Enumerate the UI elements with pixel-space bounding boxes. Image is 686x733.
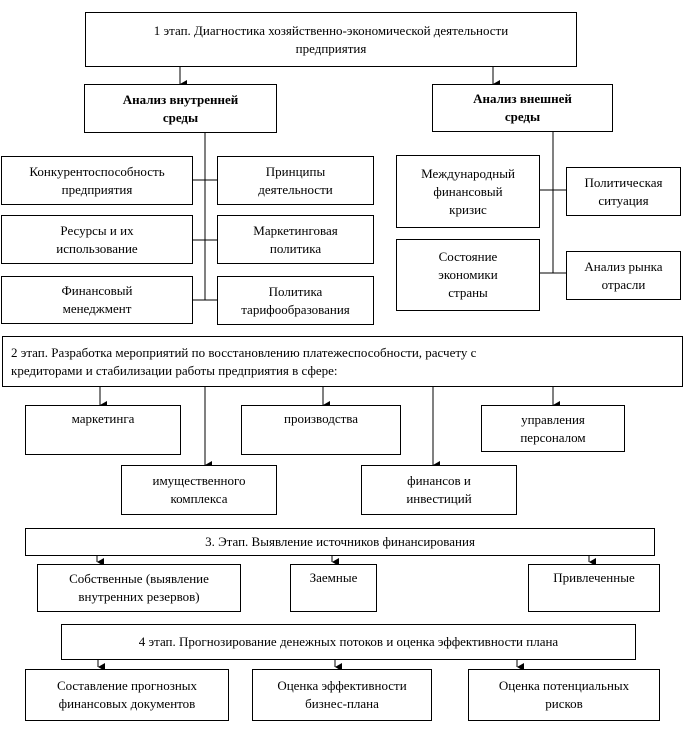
internal-factor-box: Принципы деятельности [217,156,374,205]
funding-source-label: Заемные [309,570,358,585]
stage2-title-line: 2 этап. Разработка мероприятий по восста… [11,344,477,360]
stage1-title-box: 1 этап. Диагностика хозяйственно-экономи… [85,12,577,67]
external-analysis-label: Анализ внешней [473,91,572,106]
sphere-label: персоналом [520,429,586,445]
factor-label: Анализ рынка [584,258,663,274]
factor-label: тарифообразования [241,301,350,317]
forecast-label: финансовых документов [58,696,196,711]
factor-label: менеджмент [62,301,132,316]
internal-factor-box: Ресурсы и их использование [1,215,193,264]
factor-label: Состояние [438,249,498,264]
factor-label: Конкурентоспособность [29,163,165,179]
sphere-label: производства [283,411,359,426]
external-factor-box: Политическая ситуация [566,167,681,216]
internal-factor-box: Политика тарифообразования [217,276,374,325]
funding-source-box: Привлеченные [528,564,660,612]
forecast-box: Оценка эффективности бизнес-плана [252,669,432,721]
internal-analysis-label: Анализ внутренней [122,91,239,107]
factor-label: страны [448,285,488,300]
factor-label: Ресурсы и их [60,222,134,238]
internal-factor-box: Маркетинговая политика [217,215,374,264]
stage4-title-line: 4 этап. Прогнозирование денежных потоков… [138,634,559,649]
sphere-label: комплекса [170,491,228,506]
factor-label: финансовый [433,183,503,199]
sphere-label: управления [521,411,585,427]
factor-label: Финансовый [61,283,133,298]
factor-label: кризис [449,201,487,217]
sphere-label: маркетинга [71,411,135,426]
factor-label: Международный [421,165,515,181]
stage2-title-line: кредиторами и стабилизации работы предпр… [11,362,338,378]
factor-label: ситуация [598,192,649,208]
stage1-title-line: предприятия [295,40,367,56]
sphere-label: инвестиций [406,491,472,506]
stage1-title-line: 1 этап. Диагностика хозяйственно-экономи… [153,22,509,38]
forecast-label: Оценка потенциальных [498,678,630,693]
sphere-box: производства [241,405,401,455]
internal-analysis-label: среды [162,109,199,125]
funding-source-box: Заемные [290,564,377,612]
factor-label: отрасли [601,276,646,292]
forecast-box: Составление прогнозных финансовых докуме… [25,669,229,721]
internal-analysis-box: Анализ внутренней среды [84,84,277,133]
forecast-label: Оценка эффективности [277,678,407,693]
forecast-box: Оценка потенциальных рисков [468,669,660,721]
funding-source-label: Привлеченные [553,570,635,585]
external-factor-box: Состояние экономики страны [396,239,540,311]
sphere-label: имущественного [152,473,246,488]
forecast-label: рисков [545,696,583,711]
factor-label: Маркетинговая [253,222,338,238]
external-factor-box: Анализ рынка отрасли [566,251,681,300]
factor-label: Политическая [584,174,663,190]
stage2-title-box: 2 этап. Разработка мероприятий по восста… [2,336,683,387]
stage3-title-line: 3. Этап. Выявление источников финансиров… [205,534,475,549]
factor-label: предприятия [61,181,133,197]
forecast-label: бизнес-плана [305,696,379,711]
sphere-box: имущественного комплекса [121,465,277,515]
funding-source-label: внутренних резервов) [78,589,200,604]
external-factor-box: Международный финансовый кризис [396,155,540,228]
external-analysis-box: Анализ внешней среды [432,84,613,132]
factor-label: деятельности [258,181,333,197]
forecast-label: Составление прогнозных [56,678,198,693]
factor-label: Политика [268,283,323,299]
external-analysis-label: среды [504,109,541,124]
sphere-box: финансов и инвестиций [361,465,517,515]
stage4-title-box: 4 этап. Прогнозирование денежных потоков… [61,624,636,660]
factor-label: экономики [438,267,498,282]
factor-label: Принципы [265,163,326,179]
factor-label: политика [269,240,322,256]
funding-source-label: Собственные (выявление [69,571,209,586]
factor-label: использование [56,240,138,256]
sphere-box: управления персоналом [481,405,625,452]
funding-source-box: Собственные (выявление внутренних резерв… [37,564,241,612]
sphere-box: маркетинга [25,405,181,455]
internal-factor-box: Финансовый менеджмент [1,276,193,324]
stage3-title-box: 3. Этап. Выявление источников финансиров… [25,528,655,556]
sphere-label: финансов и [407,473,471,488]
internal-factor-box: Конкурентоспособность предприятия [1,156,193,205]
